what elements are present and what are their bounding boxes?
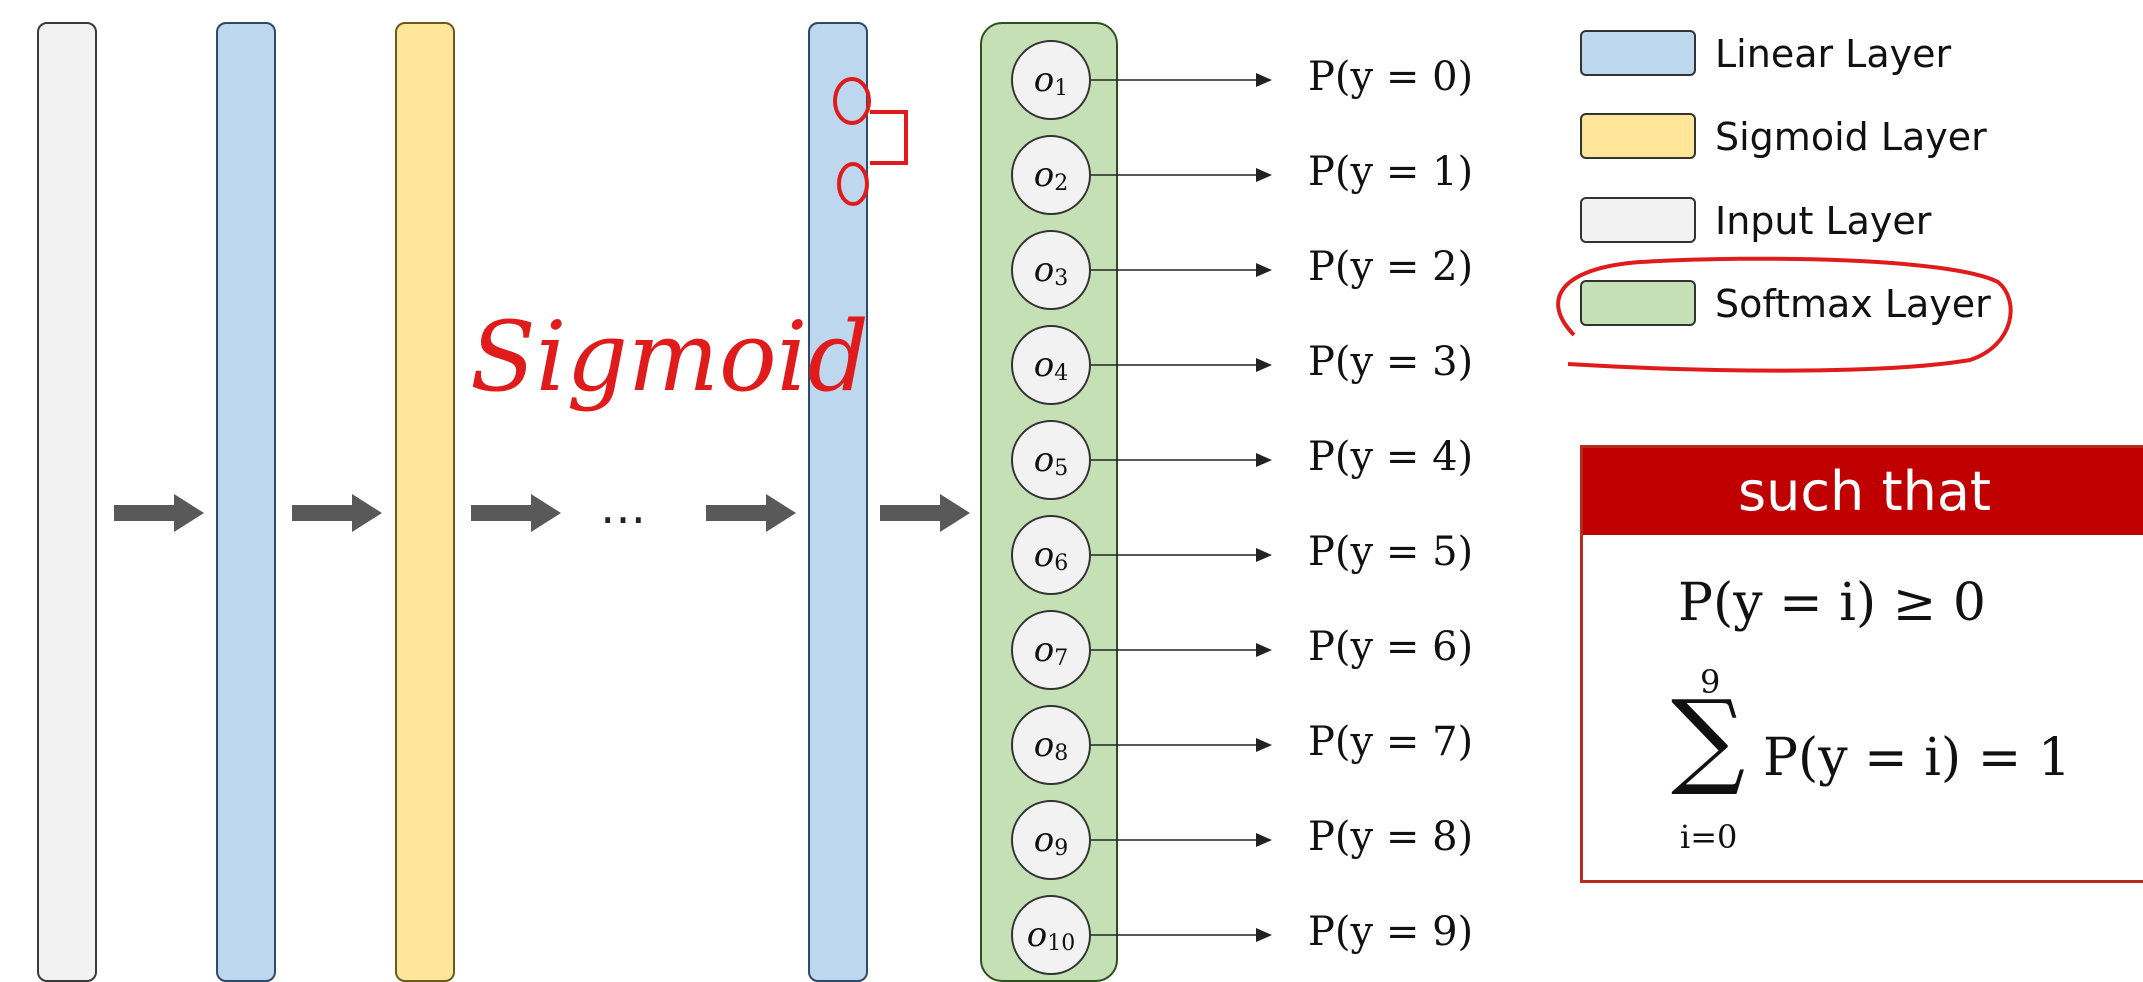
node-symbol: o xyxy=(1033,820,1055,860)
node-symbol: o xyxy=(1033,60,1055,100)
arrowhead-icon xyxy=(1256,643,1272,657)
probability-label: P(y = 0) xyxy=(1308,54,1474,100)
flow-arrow-icon xyxy=(292,494,382,532)
probability-label: P(y = 2) xyxy=(1308,244,1474,290)
arrowhead-icon xyxy=(1256,738,1272,752)
constraint-box: such that P(y = i) ≥ 0 9 ∑ i=0 P(y = i) … xyxy=(1580,445,2143,883)
legend-swatch-linear xyxy=(1580,30,1696,76)
handwritten-node-mark-icon xyxy=(833,77,871,125)
node-subscript: 9 xyxy=(1054,835,1069,861)
node-subscript: 5 xyxy=(1054,455,1069,481)
legend-swatch-input xyxy=(1580,197,1696,243)
handwritten-sigmoid: Sigmoid xyxy=(470,301,869,413)
arrowhead-icon xyxy=(1256,548,1272,562)
legend-label-sigmoid: Sigmoid Layer xyxy=(1715,115,1987,159)
sum-upper-limit: 9 xyxy=(1700,663,1721,701)
node-symbol: o xyxy=(1033,155,1055,195)
node-subscript: 7 xyxy=(1054,645,1069,671)
legend-swatch-softmax xyxy=(1580,280,1696,326)
node-symbol: o xyxy=(1033,535,1055,575)
node-symbol: o xyxy=(1033,630,1055,670)
legend-label-input: Input Layer xyxy=(1715,199,1932,243)
node-symbol: o xyxy=(1033,250,1055,290)
flow-arrow-icon xyxy=(706,494,796,532)
probability-label: P(y = 8) xyxy=(1308,814,1474,860)
ellipsis: … xyxy=(600,480,648,534)
input-layer-column xyxy=(37,22,97,982)
probability-label: P(y = 1) xyxy=(1308,149,1474,195)
legend-swatch-sigmoid xyxy=(1580,113,1696,159)
node-symbol: o xyxy=(1033,440,1055,480)
arrowhead-icon xyxy=(1256,263,1272,277)
handwritten-bracket-icon xyxy=(870,110,908,165)
sum-lower-limit: i=0 xyxy=(1680,818,1738,856)
arrowhead-icon xyxy=(1256,928,1272,942)
sum-formula: P(y = i) = 1 xyxy=(1763,728,2071,788)
node-subscript: 4 xyxy=(1054,360,1069,386)
constraint-header: such that xyxy=(1583,448,2143,535)
node-symbol: o xyxy=(1026,915,1048,955)
handwritten-annotations: Sigmoid xyxy=(470,77,2013,413)
flow-arrow-icon xyxy=(471,494,561,532)
probability-label: P(y = 4) xyxy=(1308,434,1474,480)
probability-label: P(y = 3) xyxy=(1308,339,1474,385)
nonnegativity-formula: P(y = i) ≥ 0 xyxy=(1678,573,1986,633)
probability-label: P(y = 7) xyxy=(1308,719,1474,765)
linear-layer-column-1 xyxy=(216,22,276,982)
output-arrows xyxy=(1091,73,1272,942)
node-subscript: 3 xyxy=(1054,265,1069,291)
arrowhead-icon xyxy=(1256,73,1272,87)
handwritten-node-mark-icon xyxy=(837,162,869,206)
node-subscript: 2 xyxy=(1054,170,1069,196)
handwritten-circle-icon xyxy=(1556,256,2013,373)
arrowhead-icon xyxy=(1256,168,1272,182)
flow-arrow-icon xyxy=(880,494,970,532)
probability-label: P(y = 6) xyxy=(1308,624,1474,670)
node-symbol: o xyxy=(1033,725,1055,765)
linear-layer-column-2 xyxy=(808,22,868,982)
node-subscript: 6 xyxy=(1054,550,1069,576)
node-subscript: 8 xyxy=(1054,740,1069,766)
node-subscript: 1 xyxy=(1054,75,1069,101)
probability-label: P(y = 5) xyxy=(1308,529,1474,575)
arrowhead-icon xyxy=(1256,358,1272,372)
arrowhead-icon xyxy=(1256,453,1272,467)
sigma-icon: ∑ xyxy=(1671,677,1746,799)
legend-label-softmax: Softmax Layer xyxy=(1715,282,1991,326)
node-symbol: o xyxy=(1033,345,1055,385)
flow-arrow-icon xyxy=(114,494,204,532)
legend-label-linear: Linear Layer xyxy=(1715,32,1952,76)
arrowhead-icon xyxy=(1256,833,1272,847)
